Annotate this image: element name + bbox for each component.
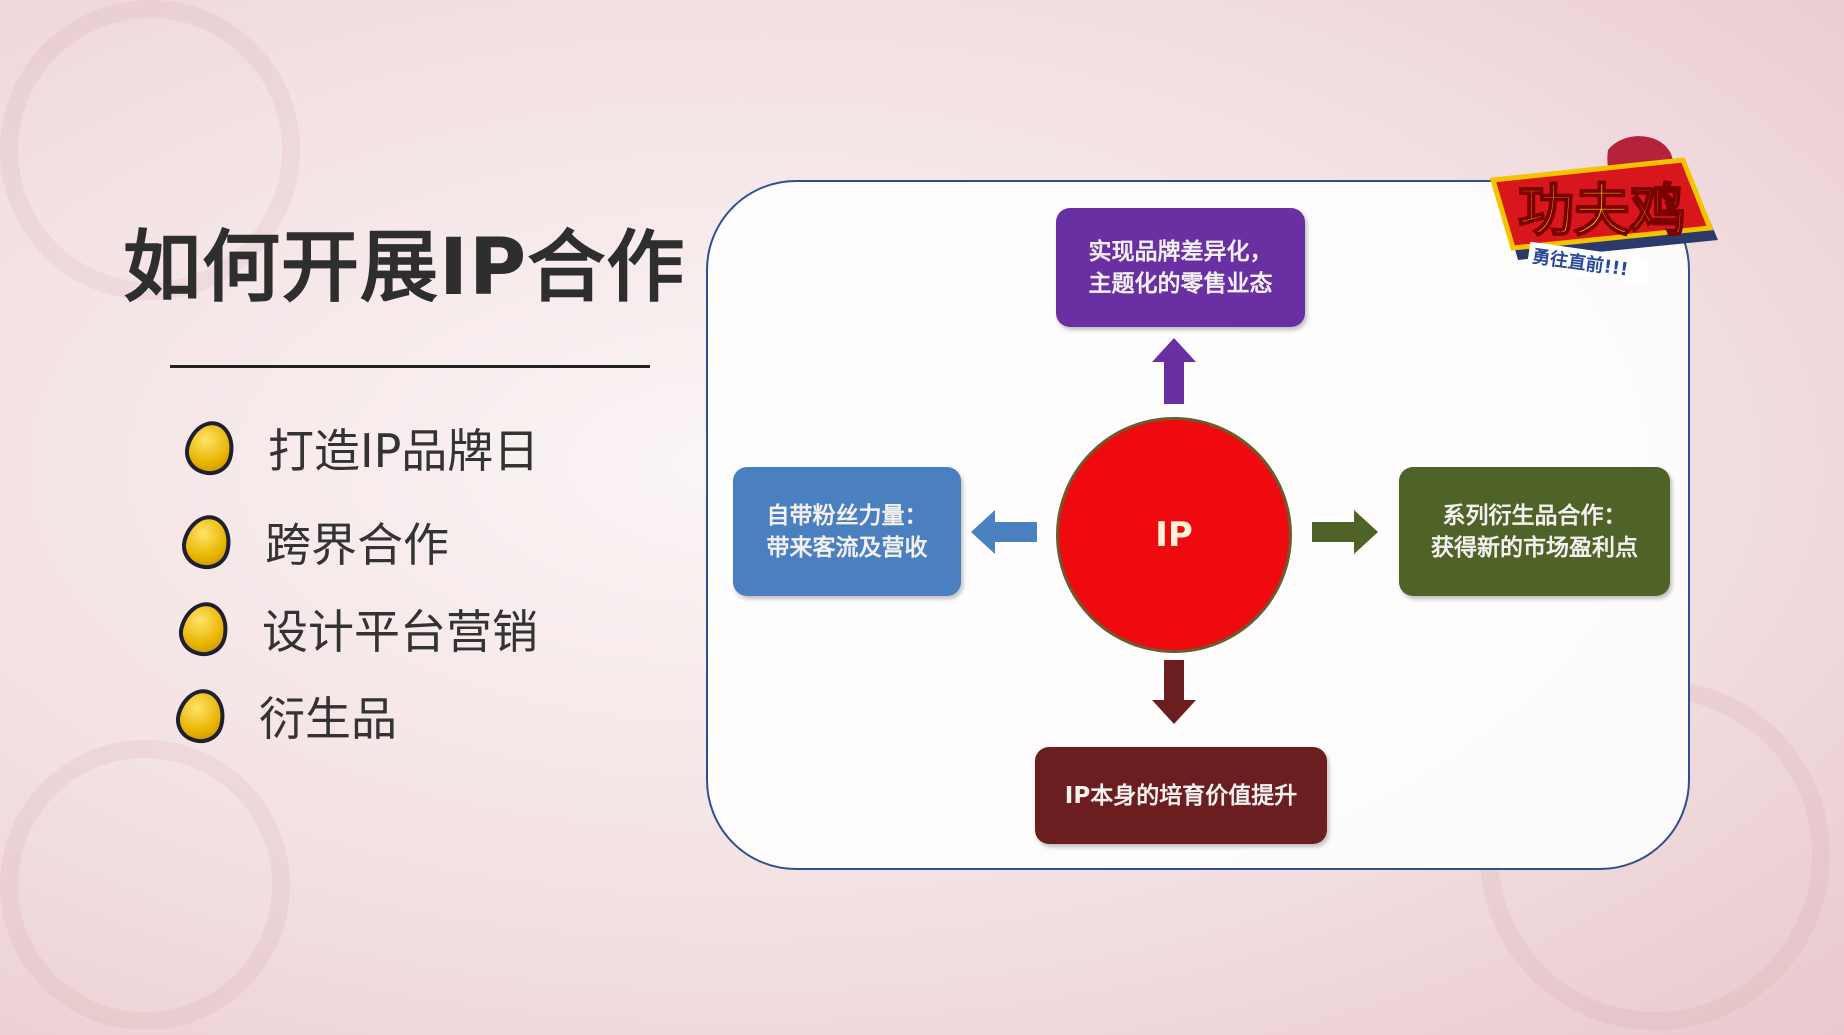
slide-title: 如何开展IP合作 [123,223,686,313]
arrow-right-icon [1312,510,1378,554]
egg-bullet-icon [173,596,235,662]
egg-bullet-icon [170,683,232,749]
ip-circle: IP [1056,417,1292,653]
title-divider [170,365,650,368]
bullet-text: 打造IP品牌日 [268,424,540,478]
left-box: 自带粉丝力量： 带来客流及营收 [733,467,961,596]
box-text: 获得新的市场盈利点 [1431,534,1638,561]
bullet-item: 跨界合作 [176,509,449,575]
box-text: 系列衍生品合作： [1442,502,1627,529]
top-box: 实现品牌差异化， 主题化的零售业态 [1056,208,1305,327]
arrow-up-icon [1152,338,1196,404]
box-text: IP本身的培育价值提升 [1064,782,1298,809]
svg-text:功夫鸡: 功夫鸡 [1518,179,1686,244]
arrow-left-icon [971,510,1037,554]
box-text: 实现品牌差异化， [1088,238,1273,265]
bullet-item: 设计平台营销 [173,596,538,662]
bullet-item: 衍生品 [170,683,397,749]
right-box: 系列衍生品合作： 获得新的市场盈利点 [1399,467,1670,596]
bullet-item: 打造IP品牌日 [179,415,540,481]
box-text: 主题化的零售业态 [1088,270,1273,297]
bullet-text: 跨界合作 [265,518,449,572]
ip-label: IP [1155,515,1193,555]
bottom-box: IP本身的培育价值提升 [1035,747,1327,844]
bullet-text: 设计平台营销 [262,605,538,659]
box-text: 自带粉丝力量： [766,502,928,529]
egg-bullet-icon [176,509,238,575]
background-decoration [0,740,290,1030]
box-text: 带来客流及营收 [766,534,928,561]
kungfu-chicken-logo: 功夫鸡 勇往直前!!! [1489,136,1718,285]
arrow-down-icon [1152,660,1196,724]
bullet-text: 衍生品 [259,692,397,746]
egg-bullet-icon [179,415,241,481]
